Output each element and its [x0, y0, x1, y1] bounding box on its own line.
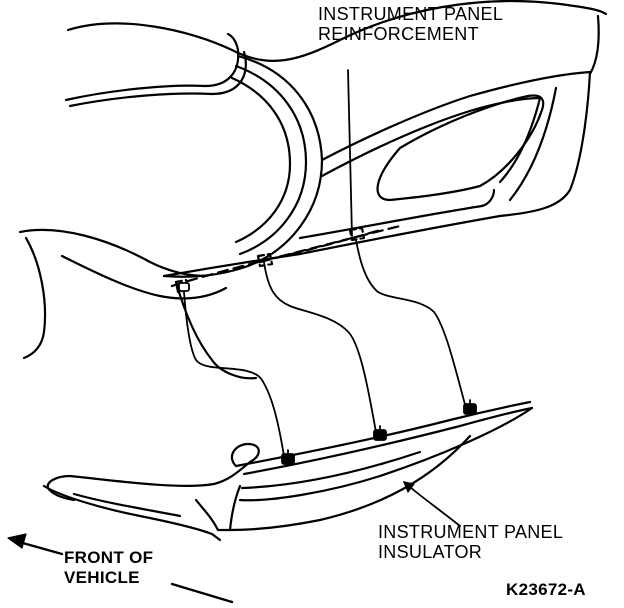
- glovebox-opening: [376, 94, 545, 202]
- panel-left-lower-bulge: [60, 254, 228, 300]
- cluster-hood-outer: [64, 32, 240, 102]
- center-panel-lower: [320, 96, 542, 178]
- reinforcement-label: INSTRUMENT PANEL REINFORCEMENT: [318, 4, 503, 44]
- arrow-head: [7, 533, 27, 549]
- fastener: [281, 449, 295, 465]
- insulator-label-line1: INSTRUMENT PANEL: [378, 522, 564, 542]
- panel-left-lower-arc: [18, 228, 208, 278]
- instrument-panel: [18, 0, 608, 380]
- fastener: [373, 425, 387, 441]
- center-panel-upper: [320, 70, 592, 162]
- front-of-vehicle-label: FRONT OF VEHICLE: [64, 548, 153, 588]
- panel-left-lower-arc-2: [22, 236, 47, 360]
- fastener: [463, 399, 477, 415]
- instrument-panel-insulator: [42, 400, 534, 542]
- insulator-left-flange-4: [72, 492, 182, 518]
- insulator-tab: [194, 484, 242, 532]
- align-line-1: [183, 291, 285, 457]
- align-line-2: [263, 261, 377, 433]
- bracket-mid: [256, 252, 274, 268]
- insulator-label: INSTRUMENT PANEL INSULATOR: [378, 522, 563, 562]
- insulator-front-face-2: [240, 450, 422, 490]
- fasteners: [178, 282, 477, 465]
- bracket-right: [348, 226, 366, 242]
- panel-lower-edge-2: [298, 188, 496, 240]
- dash-top-contour: [66, 0, 608, 62]
- alignment-lines: [183, 239, 467, 457]
- dash-right-end: [498, 70, 592, 218]
- dash-right-step: [498, 96, 542, 184]
- insulator-left-flange-3: [42, 484, 222, 542]
- insulator-label-line2: INSULATOR: [378, 542, 483, 562]
- front-of-vehicle-arrow: [7, 533, 234, 604]
- reinforcement-leader: [347, 69, 353, 237]
- insulator-underside: [228, 434, 472, 532]
- figure-code: K23672-A: [506, 580, 586, 599]
- fastener: [178, 282, 190, 292]
- cluster-arc-outer: [162, 54, 324, 278]
- insulator-front-face: [238, 406, 534, 502]
- vehicle-underline: [170, 582, 234, 604]
- windshield-edge: [588, 14, 600, 76]
- cluster-arc-inner: [234, 64, 308, 256]
- instrument-panel-reinforcement: [170, 224, 402, 294]
- front-label-line1: FRONT OF: [64, 548, 154, 567]
- insulator-top-edge-2: [242, 406, 534, 476]
- dash-right-step2: [508, 86, 558, 202]
- insulator-leader-arrowhead: [403, 481, 415, 493]
- reinforcement-label-line2: REINFORCEMENT: [318, 24, 479, 44]
- cluster-arc-rim: [230, 76, 292, 244]
- fastener-body: [178, 282, 190, 292]
- insulator-leader: [403, 481, 461, 527]
- front-label-line2: VEHICLE: [64, 568, 140, 587]
- column-shroud: [174, 280, 258, 380]
- panel-lower-edge: [162, 214, 502, 278]
- cluster-hood-inner: [68, 50, 247, 108]
- reinforcement-label-line1: INSTRUMENT PANEL: [318, 4, 504, 24]
- align-line-3: [355, 239, 467, 409]
- insulator-left-flange: [68, 442, 260, 487]
